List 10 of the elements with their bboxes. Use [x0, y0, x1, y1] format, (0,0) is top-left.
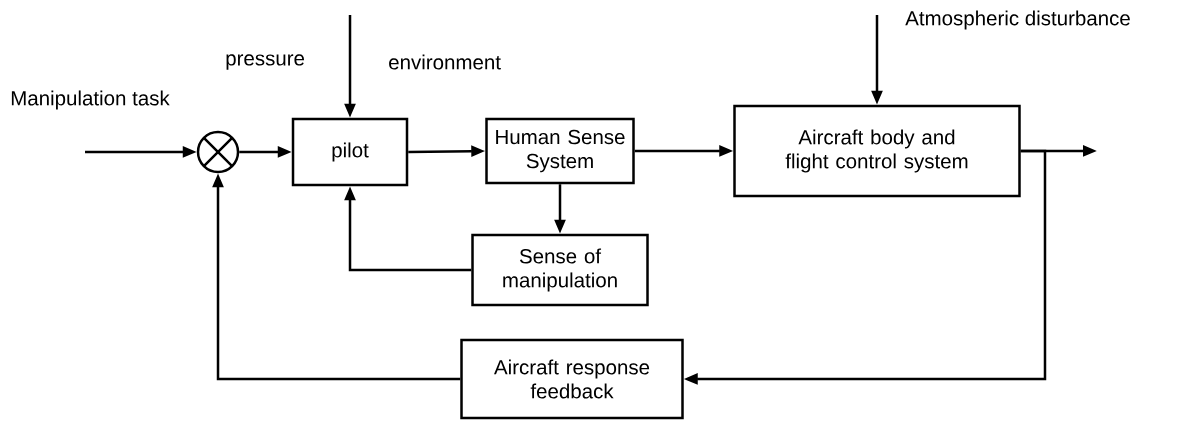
process-box: Aircraft body and flight control system: [733, 104, 1021, 198]
text-label: environment: [389, 54, 501, 70]
process-box: Sense of manipulation: [471, 233, 649, 307]
text-label: Manipulation task: [11, 90, 170, 110]
text-label: Atmospheric disturbance: [905, 10, 1130, 30]
summing-junction: [196, 130, 240, 174]
process-box: Aircraft response feedback: [460, 338, 684, 420]
text-label: pressure: [226, 54, 305, 70]
process-box: Human Sense System: [485, 117, 635, 185]
process-box: pilot: [291, 117, 409, 187]
